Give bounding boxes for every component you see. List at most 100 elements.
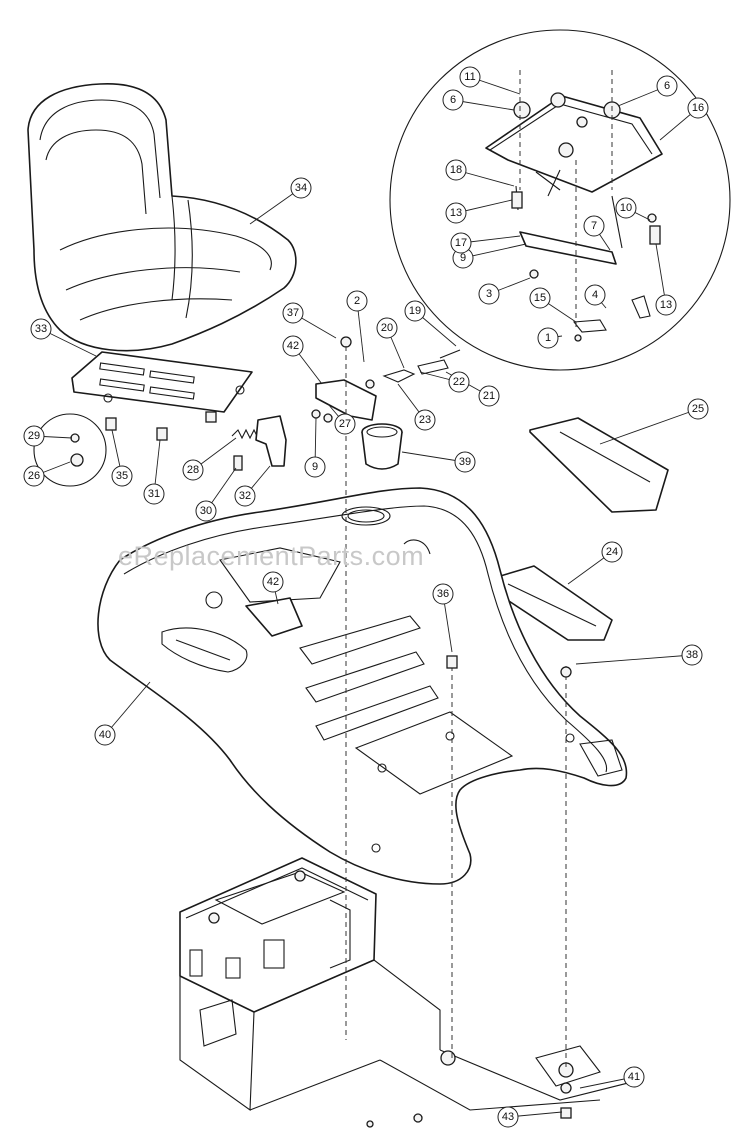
callout-number: 35 <box>116 470 128 482</box>
callout-number: 30 <box>200 505 212 517</box>
callout-circle <box>656 75 678 97</box>
callout-circle <box>290 177 312 199</box>
callout-number: 43 <box>502 1111 514 1123</box>
callout-number: 34 <box>295 182 307 194</box>
callout-circle <box>497 1106 519 1128</box>
callout-7: 7 <box>583 215 605 237</box>
callout-circle <box>143 483 165 505</box>
callout-2: 2 <box>346 290 368 312</box>
callout-number: 31 <box>148 488 160 500</box>
adjust-bracket-part <box>311 336 461 423</box>
callout-18: 18 <box>445 159 467 181</box>
detail-inset <box>389 29 731 371</box>
callout-33: 33 <box>30 318 52 340</box>
frame-part <box>179 857 641 1128</box>
callout-number: 32 <box>239 490 251 502</box>
callout-number: 6 <box>664 80 670 92</box>
callout-circle <box>583 215 605 237</box>
callout-circle <box>346 290 368 312</box>
callout-leader-line <box>401 451 466 463</box>
callout-number: 3 <box>486 288 492 300</box>
callout-number: 42 <box>267 576 279 588</box>
callout-circle <box>23 465 45 487</box>
callout-number: 20 <box>381 322 393 334</box>
callout-22: 22 <box>448 371 470 393</box>
callout-circle <box>454 451 476 473</box>
callout-35: 35 <box>111 465 133 487</box>
callout-13: 13 <box>655 294 677 316</box>
callout-leader-line <box>599 408 699 445</box>
callout-number: 24 <box>606 546 618 558</box>
callout-number: 26 <box>28 470 40 482</box>
seat-pan-part <box>71 351 253 413</box>
callout-42: 42 <box>262 571 284 593</box>
callout-number: 37 <box>287 307 299 319</box>
callout-6: 6 <box>656 75 678 97</box>
callout-39: 39 <box>454 451 476 473</box>
callout-40: 40 <box>94 724 116 746</box>
callout-43: 43 <box>497 1106 519 1128</box>
callout-circle <box>623 1066 645 1088</box>
callout-circle <box>23 425 45 447</box>
callout-21: 21 <box>478 385 500 407</box>
callout-circle <box>195 500 217 522</box>
callout-20: 20 <box>376 317 398 339</box>
callout-36: 36 <box>432 583 454 605</box>
callout-circle <box>334 413 356 435</box>
callout-number: 9 <box>460 252 466 264</box>
callout-19: 19 <box>404 300 426 322</box>
callout-circle <box>282 335 304 357</box>
callout-leader-line <box>104 681 151 736</box>
callout-number: 18 <box>450 164 462 176</box>
callout-circle <box>442 89 464 111</box>
callout-number: 28 <box>187 464 199 476</box>
callout-circle <box>478 283 500 305</box>
vertical-hardware <box>446 655 572 1119</box>
callout-circle <box>376 317 398 339</box>
callout-13: 13 <box>445 202 467 224</box>
callout-number: 2 <box>354 295 360 307</box>
callout-32: 32 <box>234 485 256 507</box>
callout-circle <box>414 409 436 431</box>
callout-number: 15 <box>534 292 546 304</box>
callout-9: 9 <box>304 456 326 478</box>
callout-number: 21 <box>483 390 495 402</box>
spring-bracket-part <box>231 415 287 471</box>
callout-circle <box>450 232 472 254</box>
callout-number: 6 <box>450 94 456 106</box>
callout-circle <box>445 159 467 181</box>
callout-26: 26 <box>23 465 45 487</box>
callout-circle <box>584 284 606 306</box>
callout-circle <box>601 541 623 563</box>
callout-number: 4 <box>592 289 598 301</box>
cup-holder-part <box>361 423 403 470</box>
callout-25: 25 <box>687 398 709 420</box>
callout-number: 11 <box>464 71 475 83</box>
callout-number: 13 <box>660 299 672 311</box>
callout-number: 38 <box>686 649 698 661</box>
callout-34: 34 <box>290 177 312 199</box>
callout-15: 15 <box>529 287 551 309</box>
assembly-lines <box>345 346 567 1070</box>
callout-11: 11 <box>459 66 481 88</box>
callout-circle <box>304 456 326 478</box>
callout-27: 27 <box>334 413 356 435</box>
callout-number: 29 <box>28 430 40 442</box>
seat-hardware <box>33 411 217 487</box>
callout-circle <box>234 485 256 507</box>
callout-4: 4 <box>584 284 606 306</box>
callout-circle <box>529 287 551 309</box>
callout-41: 41 <box>623 1066 645 1088</box>
callout-leader-line <box>575 654 693 665</box>
callout-number: 7 <box>591 220 597 232</box>
callout-circle <box>681 644 703 666</box>
callout-number: 10 <box>620 202 632 214</box>
callout-37: 37 <box>282 302 304 324</box>
callout-number: 16 <box>692 102 704 114</box>
callout-31: 31 <box>143 483 165 505</box>
callout-38: 38 <box>681 644 703 666</box>
callout-number: 42 <box>287 340 299 352</box>
callout-42: 42 <box>282 335 304 357</box>
callout-circle <box>111 465 133 487</box>
